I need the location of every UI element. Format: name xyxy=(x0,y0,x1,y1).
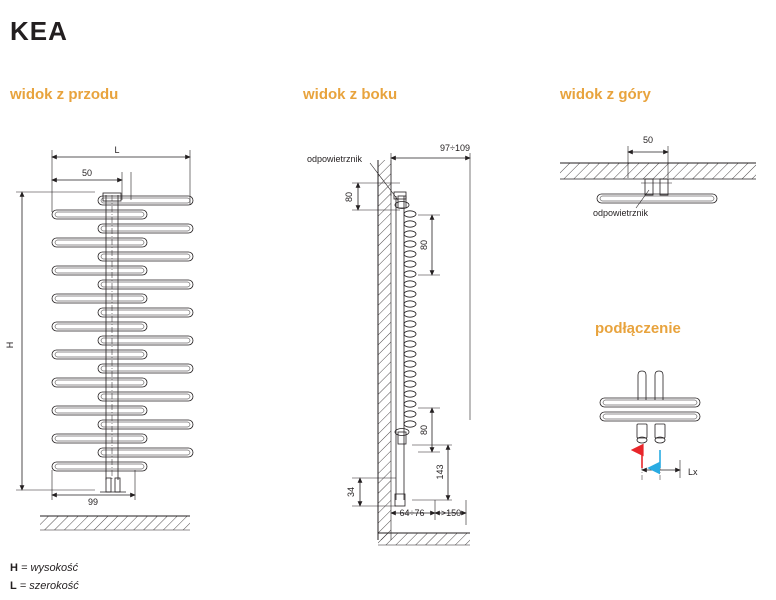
side-vent-label: odpowietrznik xyxy=(307,154,363,164)
front-dim-50-label: 50 xyxy=(82,168,92,178)
legend-width-text: = szerokość xyxy=(19,580,79,592)
section-heading-connection: podłączenie xyxy=(595,320,681,337)
top-view-group xyxy=(560,146,756,209)
page-title: KEA xyxy=(10,16,68,46)
front-dim-L-label: L xyxy=(114,145,119,155)
side-dim-64-76-label: 64÷76 xyxy=(400,508,425,518)
side-dim-143-label: 143 xyxy=(435,464,445,479)
side-view-group xyxy=(352,153,471,546)
side-dim-80-top-label: 80 xyxy=(344,192,354,202)
legend-height-key: H xyxy=(10,562,18,574)
top-dim-50-label: 50 xyxy=(643,135,653,145)
section-heading-side-view: widok z boku xyxy=(303,86,398,103)
legend-height: H = wysokość xyxy=(10,562,78,574)
side-dim-34-label: 34 xyxy=(346,487,356,497)
legend-height-text: = wysokość xyxy=(21,562,79,574)
connection-dim-lx-label: Lx xyxy=(688,467,698,477)
side-dim-80-lower-label: 80 xyxy=(419,425,429,435)
side-view-tube-profiles xyxy=(403,210,417,428)
top-vent-label: odpowietrznik xyxy=(593,208,649,218)
side-dim-min150-label: >150 xyxy=(441,508,461,518)
section-heading-top-view: widok z góry xyxy=(560,86,651,103)
front-dim-H-label: H xyxy=(5,342,15,349)
front-dim-99-label: 99 xyxy=(88,497,98,507)
side-dim-80-upper-label: 80 xyxy=(419,240,429,250)
side-dim-97-109-label: 97÷109 xyxy=(440,143,470,153)
front-view-tubes xyxy=(51,195,194,472)
section-heading-front-view: widok z przodu xyxy=(10,86,119,103)
legend-width: L = szerokość xyxy=(10,580,79,592)
connection-view-group xyxy=(599,370,701,480)
legend-width-key: L xyxy=(10,580,17,592)
front-view-group xyxy=(16,150,194,531)
